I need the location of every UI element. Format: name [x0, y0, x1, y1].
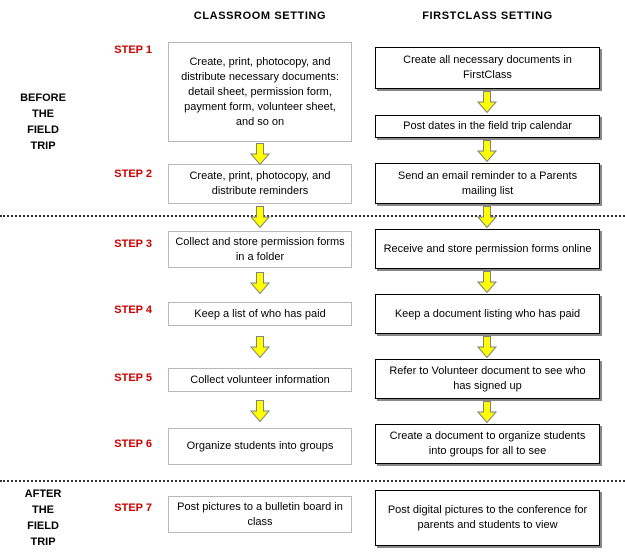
- classroom-step-2-box: Create, print, photocopy, and distribute…: [168, 164, 352, 204]
- down-arrow-icon: [249, 143, 271, 166]
- down-arrow-icon: [249, 272, 271, 295]
- classroom-step-6-box: Organize students into groups: [168, 428, 352, 465]
- firstclass-step-1-box: Create all necessary documents in FirstC…: [375, 47, 600, 89]
- firstclass-step-5-box: Refer to Volunteer document to see who h…: [375, 359, 600, 399]
- step-7-label: STEP 7: [114, 502, 152, 514]
- firstclass-step-3-box: Receive and store permission forms onlin…: [375, 229, 600, 269]
- phase-before-field-trip: BEFORE THE FIELD TRIP: [20, 92, 66, 152]
- down-arrow-icon: [476, 140, 498, 163]
- firstclass-column-header: FIRSTCLASS SETTING: [422, 10, 553, 22]
- step-3-label: STEP 3: [114, 238, 152, 250]
- down-arrow-icon: [249, 206, 271, 229]
- step-6-label: STEP 6: [114, 438, 152, 450]
- classroom-step-5-box: Collect volunteer information: [168, 368, 352, 392]
- down-arrow-icon: [476, 401, 498, 424]
- step-2-label: STEP 2: [114, 168, 152, 180]
- phase-separator-line: [0, 215, 625, 217]
- classroom-step-3-box: Collect and store permission forms in a …: [168, 231, 352, 268]
- firstclass-step-4-box: Keep a document listing who has paid: [375, 294, 600, 334]
- down-arrow-icon: [476, 336, 498, 359]
- step-5-label: STEP 5: [114, 372, 152, 384]
- phase-separator-line: [0, 480, 625, 482]
- step-1-label: STEP 1: [114, 44, 152, 56]
- down-arrow-icon: [476, 271, 498, 294]
- down-arrow-icon: [476, 206, 498, 229]
- firstclass-step-1-calendar-box: Post dates in the field trip calendar: [375, 115, 600, 138]
- classroom-step-4-box: Keep a list of who has paid: [168, 302, 352, 326]
- step-4-label: STEP 4: [114, 304, 152, 316]
- down-arrow-icon: [476, 91, 498, 114]
- firstclass-step-7-box: Post digital pictures to the conference …: [375, 490, 600, 546]
- classroom-column-header: CLASSROOM SETTING: [193, 10, 327, 22]
- classroom-step-7-box: Post pictures to a bulletin board in cla…: [168, 496, 352, 533]
- phase-after-field-trip: AFTER THE FIELD TRIP: [24, 488, 62, 548]
- down-arrow-icon: [249, 400, 271, 423]
- firstclass-step-2-box: Send an email reminder to a Parents mail…: [375, 163, 600, 204]
- firstclass-step-6-box: Create a document to organize students i…: [375, 424, 600, 464]
- classroom-step-1-box: Create, print, photocopy, and distribute…: [168, 42, 352, 142]
- down-arrow-icon: [249, 336, 271, 359]
